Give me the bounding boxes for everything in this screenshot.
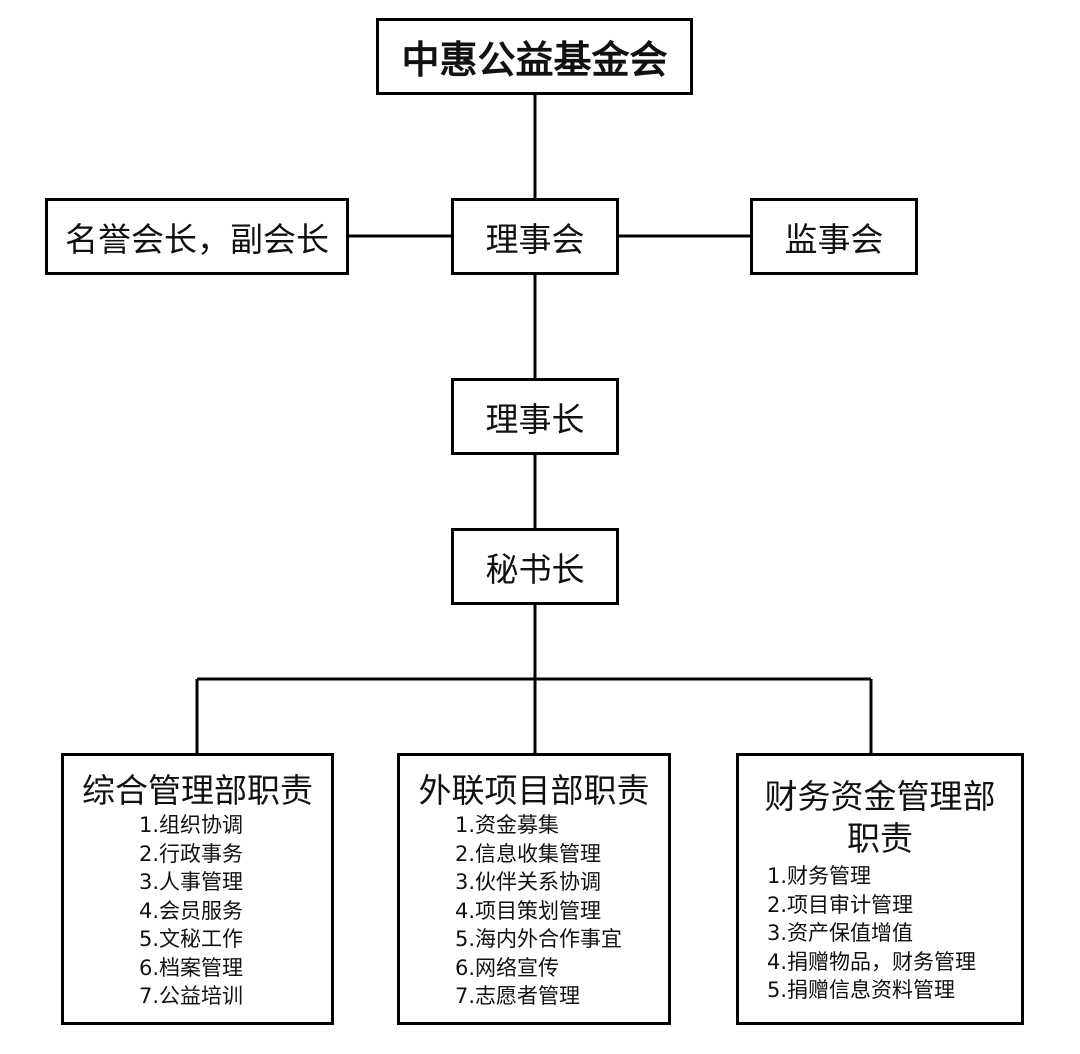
duty-item: 4.会员服务 [139,898,244,923]
duty-item: 1.财务管理 [767,864,872,888]
external-projects-department-box: 外联项目部职责 1.资金募集 2.信息收集管理 3.伙伴关系协调 4.项目策划管… [397,753,671,1025]
chairman-box: 理事长 [451,378,619,455]
duty-item: 2.信息收集管理 [455,841,602,866]
duty-item: 2.行政事务 [139,841,244,866]
duty-item: 5.捐赠信息资料管理 [767,978,956,1002]
admin-department-duties: 1.组织协调 2.行政事务 3.人事管理 4.会员服务 5.文秘工作 6.档案管… [139,811,331,1011]
duty-item: 7.志愿者管理 [455,984,581,1008]
duty-item: 5.海内外合作事宜 [455,927,623,951]
duty-item: 2.项目审计管理 [767,892,914,917]
secretary-general-label: 秘书长 [485,549,585,589]
admin-department-title: 综合管理部职责 [82,771,313,810]
duty-item: 3.资产保值增值 [767,921,914,945]
duty-item: 3.人事管理 [139,870,244,894]
external-projects-department-duties: 1.资金募集 2.信息收集管理 3.伙伴关系协调 4.项目策划管理 5.海内外合… [455,811,668,1011]
duty-item: 3.伙伴关系协调 [455,870,602,894]
honorary-president-label: 名誉会长，副会长 [65,219,329,259]
secretary-general-box: 秘书长 [451,528,619,605]
duty-item: 6.档案管理 [139,955,244,980]
duty-item: 6.网络宣传 [455,955,560,980]
board-of-directors-label: 理事会 [485,219,585,259]
admin-department-box: 综合管理部职责 1.组织协调 2.行政事务 3.人事管理 4.会员服务 5.文秘… [61,753,334,1025]
board-of-supervisors-label: 监事会 [784,219,884,259]
external-projects-department-title: 外联项目部职责 [418,771,650,810]
board-of-directors-box: 理事会 [451,198,619,275]
finance-department-title: 财务资金管理部职责 [764,777,996,858]
finance-department-box: 财务资金管理部职责 1.财务管理 2.项目审计管理 3.资产保值增值 4.捐赠物… [736,753,1024,1025]
board-of-supervisors-box: 监事会 [750,198,918,275]
duty-item: 7.公益培训 [139,984,244,1008]
chairman-label: 理事长 [485,399,585,439]
duty-item: 1.资金募集 [455,813,560,837]
honorary-president-box: 名誉会长，副会长 [45,198,349,275]
duty-item: 4.项目策划管理 [455,898,602,923]
foundation-name-box: 中惠公益基金会 [376,18,693,95]
foundation-name: 中惠公益基金会 [401,38,668,82]
duty-item: 5.文秘工作 [139,927,244,951]
duty-item: 4.捐赠物品，财务管理 [767,949,977,974]
duty-item: 1.组织协调 [139,813,244,837]
finance-department-duties: 1.财务管理 2.项目审计管理 3.资产保值增值 4.捐赠物品，财务管理 5.捐… [767,862,1021,1005]
